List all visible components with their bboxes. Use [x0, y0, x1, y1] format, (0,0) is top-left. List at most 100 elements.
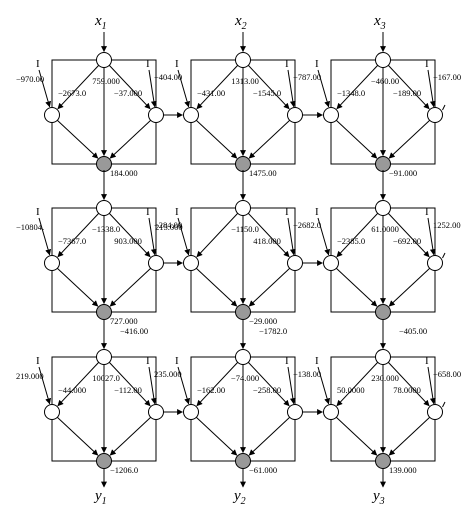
- weight-right: 418.000: [253, 236, 281, 246]
- weight-left-bias: −10804.: [16, 222, 44, 232]
- right-bottom-connection: [388, 416, 431, 456]
- left-bottom-connection: [335, 119, 378, 159]
- top-left-connection: [336, 212, 379, 258]
- weight-bottom: 139.000: [389, 465, 417, 475]
- weight-right-bias: 1252.00: [433, 220, 461, 230]
- weight-right: −112.00: [114, 385, 142, 395]
- left-node: [323, 404, 339, 420]
- right-bias-connection: [287, 69, 296, 108]
- left-bias-connection: [317, 69, 331, 108]
- right-bottom-connection: [248, 267, 291, 307]
- bias-input-icon: I: [175, 58, 179, 70]
- input-x2-label: x2: [234, 13, 247, 32]
- top-node: [375, 349, 391, 365]
- right-bottom-connection: [388, 267, 431, 307]
- bias-input-icon: I: [146, 206, 150, 218]
- weight-output: −1782.0: [259, 326, 287, 336]
- weight-center: 10027.0: [92, 373, 120, 383]
- output-y3-label: y3: [371, 488, 385, 507]
- bias-input-icon: I: [285, 355, 289, 367]
- top-right-connection: [108, 361, 151, 407]
- right-node: [287, 255, 303, 271]
- edge-entry: [442, 252, 446, 259]
- weight-right: 903.000: [114, 236, 142, 246]
- weight-center: −460.00: [371, 76, 399, 86]
- top-node: [235, 200, 251, 216]
- weight-center: 759.000: [92, 76, 120, 86]
- weight-right-bias: −138.00: [293, 369, 321, 379]
- bias-input-icon: I: [175, 355, 179, 367]
- left-bias-connection: [177, 217, 191, 256]
- weight-left: −7367.0: [58, 236, 86, 246]
- bias-input-icon: I: [425, 355, 429, 367]
- left-bias-connection: [38, 366, 52, 405]
- bias-input-icon: I: [36, 58, 40, 70]
- bias-input-icon: I: [285, 58, 289, 70]
- top-node: [96, 200, 112, 216]
- right-bottom-connection: [109, 416, 152, 456]
- left-bottom-connection: [195, 267, 238, 307]
- top-left-connection: [336, 64, 379, 110]
- left-bottom-connection: [335, 416, 378, 456]
- top-node: [96, 52, 112, 68]
- top-left-connection: [57, 64, 100, 110]
- weight-bottom: −61.000: [249, 465, 277, 475]
- weight-right: 78.0000: [393, 385, 421, 395]
- left-bias-connection: [317, 366, 331, 405]
- weight-bottom: −1206.0: [110, 465, 138, 475]
- top-node: [235, 349, 251, 365]
- top-left-connection: [336, 361, 379, 407]
- left-bottom-connection: [195, 119, 238, 159]
- weight-right: −258.00: [253, 385, 281, 395]
- weight-left: −1348.0: [337, 88, 365, 98]
- output-y1-label: y1: [93, 488, 107, 507]
- right-bias-connection: [427, 69, 436, 108]
- right-bottom-connection: [109, 267, 152, 307]
- right-bias-connection: [148, 366, 157, 405]
- top-right-connection: [387, 361, 430, 407]
- weight-center: 230.000: [371, 373, 399, 383]
- weight-bottom: −29.000: [249, 316, 277, 326]
- right-node: [427, 404, 443, 420]
- output-node: [375, 453, 391, 469]
- right-bias-connection: [427, 366, 436, 405]
- bias-input-icon: I: [425, 58, 429, 70]
- weight-left: −2673.0: [58, 88, 86, 98]
- bias-input-icon: I: [36, 355, 40, 367]
- bias-input-icon: I: [315, 58, 319, 70]
- right-node: [148, 107, 164, 123]
- weight-left-bias: 219.000: [16, 371, 44, 381]
- left-node: [323, 255, 339, 271]
- top-left-connection: [196, 64, 239, 110]
- left-node: [323, 107, 339, 123]
- output-node: [235, 453, 251, 469]
- weight-right-bias: −658.00: [433, 369, 461, 379]
- weight-left-bias: 215.000: [155, 222, 183, 232]
- top-node: [375, 200, 391, 216]
- right-node: [287, 107, 303, 123]
- right-bias-connection: [148, 217, 157, 256]
- left-bottom-connection: [56, 267, 99, 307]
- weight-left: 50.0000: [337, 385, 365, 395]
- bias-input-icon: I: [146, 355, 150, 367]
- weight-right-bias: −284.00: [154, 220, 182, 230]
- weight-right: −692.00: [393, 236, 421, 246]
- top-node: [235, 52, 251, 68]
- edge-entry: [442, 104, 446, 111]
- weight-right: −1545.0: [253, 88, 281, 98]
- top-right-connection: [387, 64, 430, 110]
- weight-bottom: −91.000: [389, 168, 417, 178]
- weight-center: −1338.0: [92, 224, 120, 234]
- right-bottom-connection: [388, 119, 431, 159]
- right-node: [148, 404, 164, 420]
- input-labels: x1 x2 x3: [94, 13, 386, 32]
- edge-entry: [442, 401, 446, 408]
